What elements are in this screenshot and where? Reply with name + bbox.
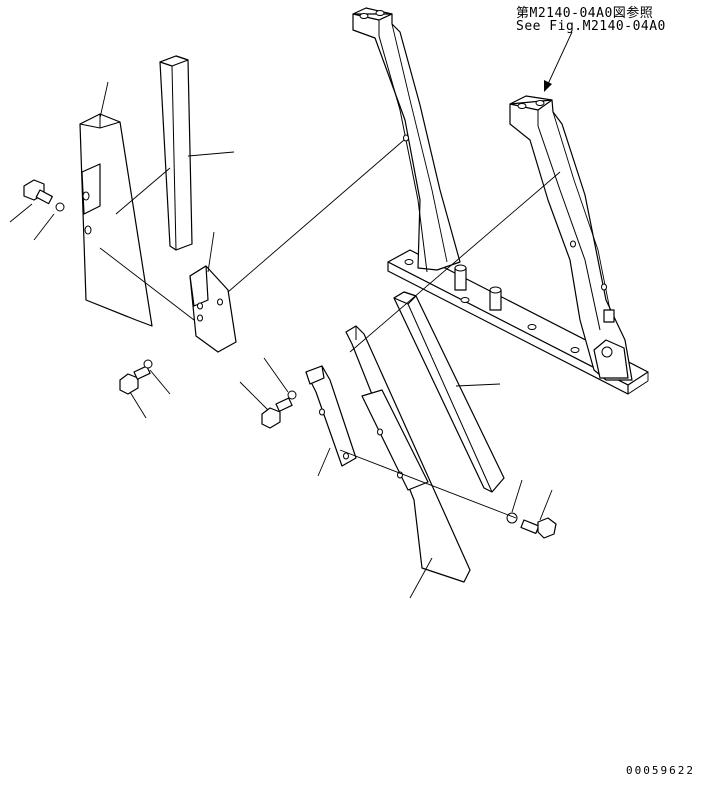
- support-frame: [352, 7, 649, 395]
- reference-note-japanese: 第M2140-04A0図参照: [516, 6, 654, 21]
- left-bracket: [189, 265, 237, 353]
- document-number: 00059622: [626, 764, 695, 777]
- bolt-middle: [261, 397, 293, 429]
- rear-upright: [352, 7, 461, 273]
- washer-upper-left: [55, 202, 65, 212]
- washer-middle-left: [143, 359, 153, 369]
- square-tube-upper: [159, 55, 193, 251]
- leader-lines: [9, 31, 573, 599]
- bolt-middle-left: [119, 365, 151, 395]
- washer-middle: [287, 390, 297, 400]
- right-cover-panel: [345, 325, 471, 583]
- reference-note-english: See Fig.M2140-04A0: [516, 19, 666, 34]
- bolt-upper-left: [23, 179, 53, 205]
- front-upright: [509, 95, 633, 381]
- square-tube-lower: [393, 291, 505, 493]
- right-small-bracket: [305, 365, 357, 467]
- left-cover-panel: [79, 113, 153, 327]
- assembly-lines: [99, 139, 561, 519]
- base-bosses: [404, 259, 617, 379]
- bolt-lower-right: [520, 517, 557, 539]
